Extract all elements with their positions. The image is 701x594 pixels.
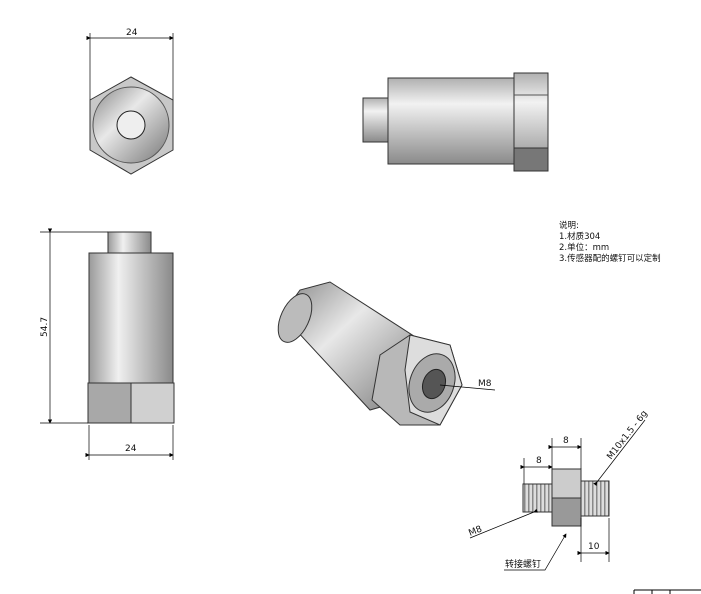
height-dim: 54.7 <box>40 317 50 337</box>
top-view: 24 <box>86 28 174 175</box>
adapter-hex-len-dim: 8 <box>563 436 569 446</box>
title-block <box>633 589 701 594</box>
adapter-right-len-dim: 10 <box>588 542 600 552</box>
top-width-dim: 24 <box>126 28 138 38</box>
notes: 说明: 1.材质304 2.单位：mm 3.传感器配的螺钉可以定制 <box>559 221 661 265</box>
iso-thread-dim: M8 <box>478 379 492 389</box>
notes-title: 说明: <box>559 221 579 231</box>
note-item: 3.传感器配的螺钉可以定制 <box>559 254 661 264</box>
side-view <box>362 72 549 172</box>
adapter-left-len-dim: 8 <box>536 456 542 466</box>
adapter-thread-right-dim: M10x1.5 - 6g <box>605 409 649 462</box>
note-item: 2.单位：mm <box>559 243 610 253</box>
front-width-dim: 24 <box>125 444 137 454</box>
adapter-thread-left-dim: M8 <box>467 524 484 538</box>
adapter-name-label: 转接螺钉 <box>505 558 541 570</box>
adapter-screw: 8 8 10 M10x1.5 - 6g M8 转接螺钉 <box>467 409 650 571</box>
iso-view: M8 <box>277 281 496 426</box>
front-view: 54.7 24 <box>40 228 175 460</box>
note-item: 1.材质304 <box>559 232 601 242</box>
